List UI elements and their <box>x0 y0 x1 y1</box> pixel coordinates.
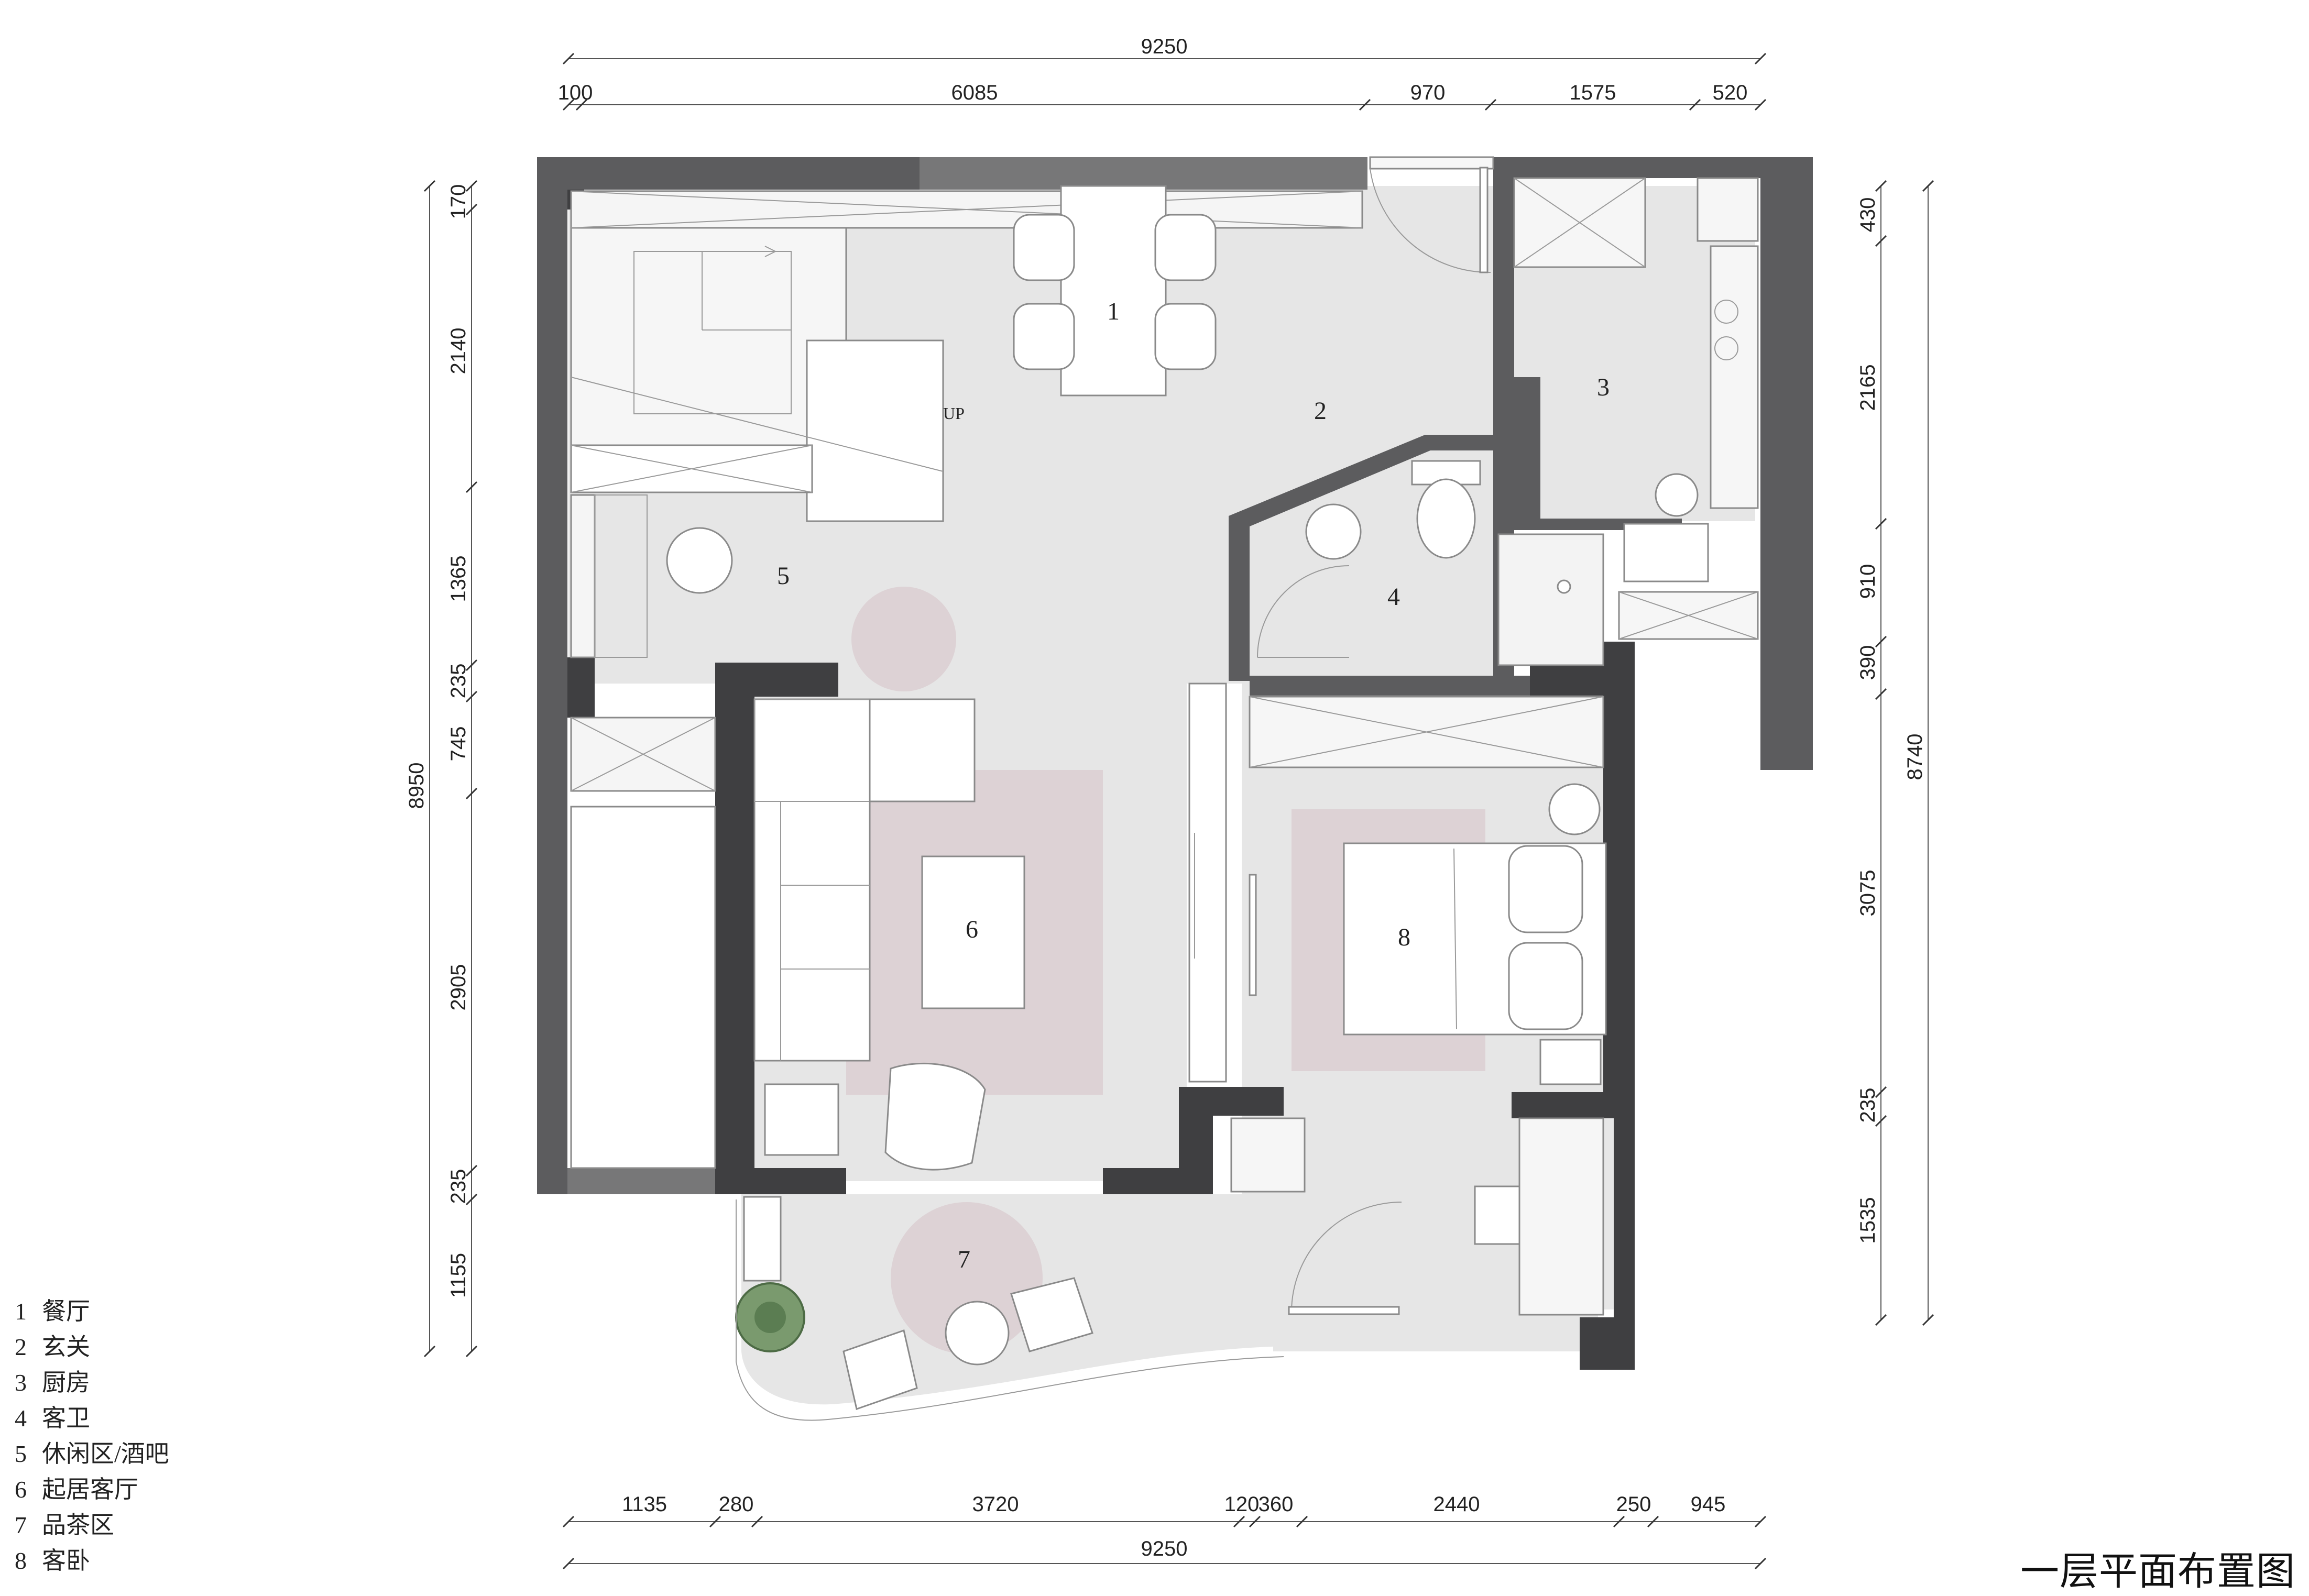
left-storage <box>570 717 716 1169</box>
room-number-8: 8 <box>1398 923 1410 951</box>
dining-table <box>1060 185 1167 397</box>
room-number-5: 5 <box>777 562 790 590</box>
leisure-area <box>570 494 733 658</box>
person-figure <box>1655 473 1699 517</box>
dining-chair <box>1154 214 1217 281</box>
entry-door <box>1369 156 1494 273</box>
kitchen <box>1513 177 1759 640</box>
room-number-4: 4 <box>1387 583 1400 611</box>
plan-title: 一层平面布置图 <box>2020 1549 2295 1593</box>
stair-up-label: UP <box>943 404 965 423</box>
pillow <box>1508 845 1583 933</box>
dim-left-1: 170 <box>447 184 470 219</box>
room-number-6: 6 <box>966 916 978 943</box>
dim-right-1: 430 <box>1856 197 1879 233</box>
dim-right-5: 3075 <box>1856 870 1879 917</box>
shower-head <box>1557 579 1571 594</box>
dim-right-4: 390 <box>1856 645 1879 680</box>
dim-bottom-2: 280 <box>719 1493 754 1516</box>
dim-left-7: 235 <box>447 1169 470 1204</box>
dimensions-top: 9250 100 6085 970 1575 520 <box>558 35 1767 111</box>
dim-bottom-5: 360 <box>1259 1493 1294 1516</box>
toilet-bowl <box>1416 478 1476 559</box>
dim-top-4: 1575 <box>1570 81 1616 104</box>
room-number-7: 7 <box>958 1246 970 1273</box>
room-numbers: 1 2 3 4 5 6 7 8 <box>777 298 1610 1273</box>
guest-bedroom <box>1230 696 1607 1316</box>
counter <box>1710 245 1759 509</box>
dim-bottom-4: 120 <box>1224 1493 1260 1516</box>
dim-right-3: 910 <box>1856 564 1879 599</box>
bar-counter <box>570 494 596 658</box>
stove-burner <box>1714 336 1738 360</box>
dining-chair <box>1013 303 1075 370</box>
dim-bottom-3: 3720 <box>972 1493 1019 1516</box>
coffee-table <box>921 855 1025 1009</box>
dim-left-4: 235 <box>447 664 470 699</box>
tv-cabinet <box>1188 683 1227 1083</box>
dim-right-7: 1535 <box>1856 1197 1879 1244</box>
dimensions-bottom: 1135 280 3720 120 360 2440 250 945 9250 <box>562 1493 1767 1570</box>
dim-top-2: 6085 <box>951 81 998 104</box>
dim-right-2: 2165 <box>1856 365 1879 411</box>
tea-chair <box>842 1329 918 1410</box>
guest-bath <box>1257 460 1604 666</box>
dim-top-total: 9250 <box>1141 35 1188 58</box>
pillow <box>1508 942 1583 1030</box>
dim-right-6: 235 <box>1856 1088 1879 1123</box>
wash-basin <box>1305 503 1362 560</box>
staircase: UP <box>570 190 965 522</box>
dim-left-6: 2905 <box>447 964 470 1011</box>
dim-bottom-1: 1135 <box>622 1493 667 1516</box>
tea-table <box>945 1301 1010 1366</box>
dim-right-total: 8740 <box>1903 734 1927 780</box>
room-number-1: 1 <box>1107 298 1120 325</box>
stair-railing <box>570 444 813 493</box>
room-number-3: 3 <box>1597 373 1610 401</box>
tea-chair <box>1010 1277 1093 1352</box>
dim-left-2: 2140 <box>447 328 470 375</box>
dining-chair <box>1154 303 1217 370</box>
dim-bottom-6: 2440 <box>1433 1493 1480 1516</box>
dim-left-total: 8950 <box>405 763 428 809</box>
dim-bottom-total: 9250 <box>1141 1537 1188 1560</box>
dim-top-3: 970 <box>1410 81 1446 104</box>
kitchen-sink <box>1623 523 1709 582</box>
nightstand <box>1539 1039 1602 1085</box>
dim-bottom-7: 250 <box>1616 1493 1651 1516</box>
round-side-table <box>666 527 733 594</box>
dim-left-5: 745 <box>447 727 470 762</box>
bedside-lamp <box>1548 783 1601 835</box>
top-cabinets <box>570 190 1363 229</box>
dim-top-1: 100 <box>558 81 593 104</box>
sofa <box>753 698 871 1062</box>
room-number-2: 2 <box>1314 397 1327 425</box>
desk-chair <box>1474 1185 1520 1245</box>
living-room <box>753 683 1227 1171</box>
dim-top-5: 520 <box>1713 81 1748 104</box>
dimensions-right: 430 2165 910 390 3075 235 1535 8740 <box>1856 180 1934 1326</box>
dim-left-3: 1365 <box>447 556 470 602</box>
dining-set <box>1013 185 1217 397</box>
stove-burner <box>1714 300 1738 324</box>
desk <box>1518 1117 1604 1316</box>
dim-left-8: 1155 <box>447 1253 470 1298</box>
armchair <box>884 1062 986 1171</box>
dining-chair <box>1013 214 1075 281</box>
dim-bottom-8: 945 <box>1691 1493 1726 1516</box>
tea-area <box>735 1196 1284 1421</box>
walls <box>537 157 1813 1370</box>
dimensions-left: 8950 170 2140 1365 235 745 2905 235 1155 <box>405 180 478 1358</box>
side-table <box>764 1083 839 1156</box>
